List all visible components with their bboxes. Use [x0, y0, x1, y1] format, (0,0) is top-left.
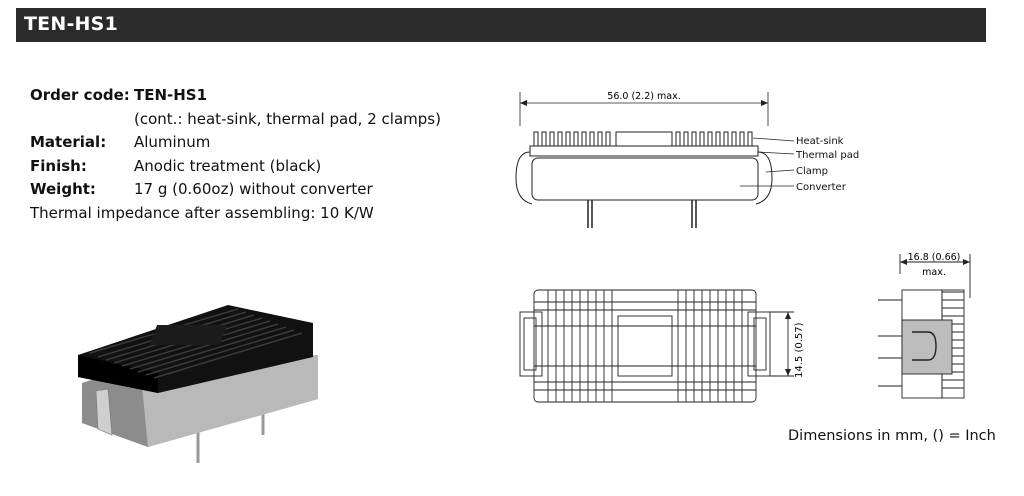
thermal-impedance-text: Thermal impedance after assembling: 10 K… [30, 203, 374, 222]
finish-label: Finish: [30, 156, 87, 175]
order-code-note-row: (cont.: heat-sink, thermal pad, 2 clamps… [30, 108, 441, 132]
side-view-drawing: 56.0 (2.2) max. Heat-sink Thermal pad Cl… [515, 91, 859, 228]
product-photo [78, 305, 318, 463]
order-code-label: Order code: [30, 86, 130, 104]
order-code-value: TEN-HS1 [134, 86, 208, 104]
order-code-row: Order code: TEN-HS1 [30, 84, 441, 108]
callout-thermal-pad: Thermal pad [795, 150, 859, 161]
material-row: Material: Aluminum [30, 131, 441, 155]
material-label: Material: [30, 133, 107, 151]
callout-clamp: Clamp [796, 166, 828, 177]
end-dimension-line1: 16.8 (0.66) [908, 252, 961, 263]
order-code-note: (cont.: heat-sink, thermal pad, 2 clamps… [134, 109, 441, 128]
callout-converter: Converter [796, 182, 847, 193]
finish-value: Anodic treatment (black) [134, 156, 322, 175]
top-dimension-label: 14.5 (0.57) [794, 322, 805, 378]
weight-value: 17 g (0.60oz) without converter [134, 180, 373, 198]
end-dimension-line2: max. [922, 267, 946, 278]
material-value: Aluminum [134, 133, 211, 151]
side-dimension-label: 56.0 (2.2) max. [607, 91, 680, 102]
finish-row: Finish: Anodic treatment (black) [30, 155, 441, 179]
thermal-row: Thermal impedance after assembling: 10 K… [30, 202, 441, 226]
specifications-block: Order code: TEN-HS1 (cont.: heat-sink, t… [30, 84, 441, 225]
page-title: TEN-HS1 [24, 13, 118, 35]
weight-label: Weight: [30, 180, 96, 198]
title-bar: TEN-HS1 [16, 8, 986, 42]
top-view-drawing: 14.5 (0.57) [519, 289, 805, 403]
end-view-drawing: 16.8 (0.66) max. [878, 252, 971, 399]
weight-row: Weight: 17 g (0.60oz) without converter [30, 178, 441, 202]
callout-heat-sink: Heat-sink [796, 136, 844, 147]
dimensions-note: Dimensions in mm, () = Inch [788, 428, 996, 444]
